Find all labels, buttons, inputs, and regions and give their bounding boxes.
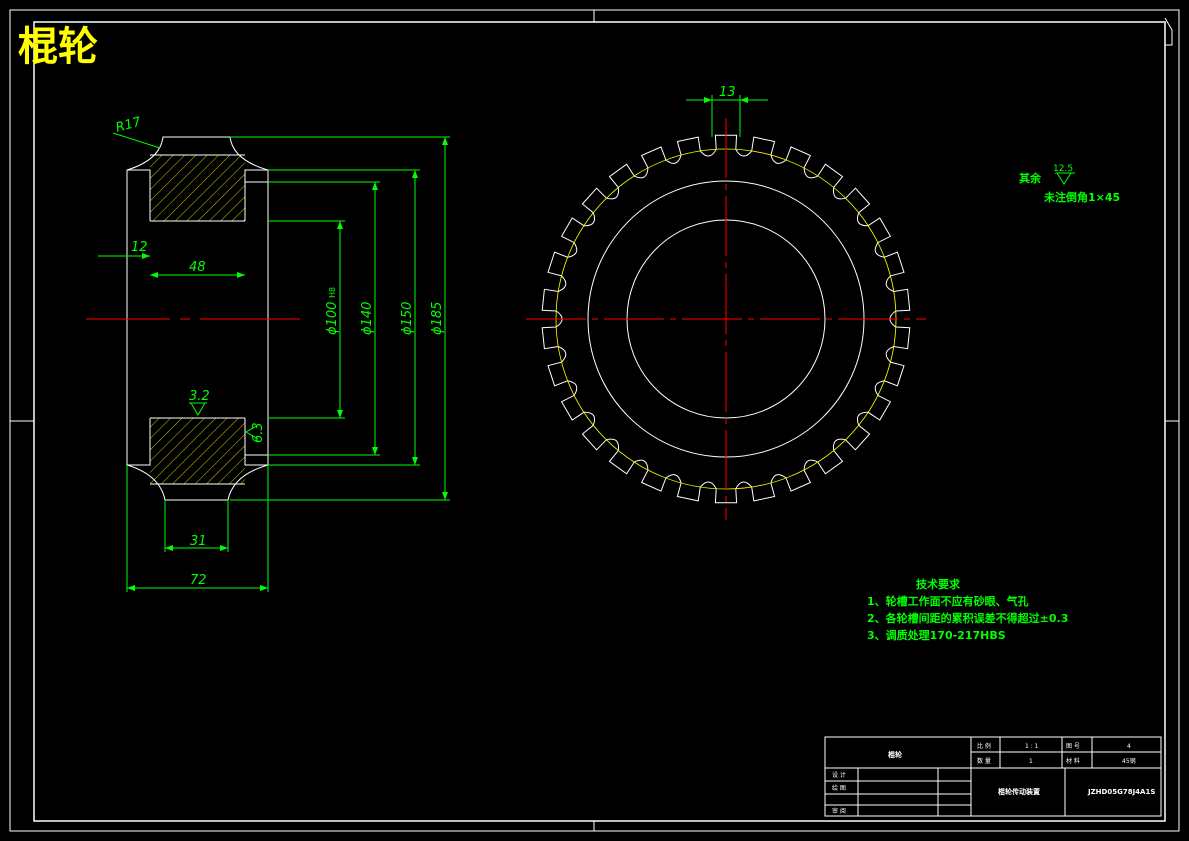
rest-label: 其余 (1019, 171, 1042, 185)
dim-dia-100-note: H8 (328, 287, 337, 298)
dim-13: 13 (719, 85, 736, 100)
tb-design-label: 设 计 (832, 771, 846, 779)
tech-requirements: 技术要求 1、轮槽工作面不应有砂眼、气孔 2、各轮槽间距的累积误差不得超过±0.… (867, 577, 1068, 642)
tech-item-3: 3、调质处理170-217HBS (867, 628, 1006, 642)
tb-qty-label: 数 量 (977, 757, 991, 765)
tb-material-label: 材 料 (1066, 757, 1080, 765)
rough-12-5: 12.5 (1053, 164, 1073, 174)
tech-heading: 技术要求 (916, 577, 961, 591)
tb-material-value: 45钢 (1122, 757, 1136, 765)
dim-dia-150: ϕ150 (400, 302, 415, 335)
section-arrowheads (127, 137, 448, 591)
dim-48: 48 (189, 260, 206, 275)
section-dimensions (98, 132, 450, 592)
tb-scale-value: 1 : 1 (1025, 743, 1039, 750)
tb-scale-label: 比 例 (977, 742, 991, 750)
gear-teeth (541, 134, 911, 504)
gear-tooth-profile (541, 134, 911, 504)
title-block (824, 736, 1162, 817)
tb-sheet-value: 4 (1127, 743, 1131, 750)
tech-item-2: 2、各轮槽间距的累积误差不得超过±0.3 (867, 611, 1068, 625)
tb-check-label: 审 阅 (832, 807, 846, 815)
dim-dia-140: ϕ140 (360, 302, 375, 335)
dim-r17: R17 (114, 115, 143, 136)
section-view (126, 136, 269, 501)
tb-drawn-label: 绘 图 (832, 784, 846, 792)
chamfer-note: 未注倒角1×45 (1043, 190, 1120, 204)
gear-view: 13 (526, 85, 926, 520)
gear-centerlines (526, 118, 926, 520)
tb-school: 棍轮传动装置 (998, 787, 1040, 796)
rest-roughness-note: 其余 12.5 未注倒角1×45 (1019, 164, 1120, 204)
hatch-bottom (150, 418, 245, 484)
tb-sheet-label: 图 号 (1066, 743, 1080, 750)
tech-item-1: 1、轮槽工作面不应有砂眼、气孔 (867, 594, 1029, 608)
dim-dia-185: ϕ185 (430, 302, 445, 335)
tb-drawing-no: JZHD05G78J4A1S (1087, 788, 1155, 796)
dim-12: 12 (131, 240, 148, 255)
rough-3-2: 3.2 (189, 389, 210, 404)
hatch-top (150, 155, 245, 221)
orientation-mark (1164, 17, 1173, 46)
dim-31: 31 (190, 534, 207, 549)
rough-6-3: 6.3 (251, 422, 266, 443)
tb-part-name: 棍轮 (888, 750, 902, 759)
tb-qty-value: 1 (1029, 758, 1033, 765)
dim-72: 72 (190, 573, 207, 588)
tooth-dim (686, 95, 768, 137)
drawing-title: 棍轮 (18, 24, 98, 70)
dim-dia-100: ϕ100 (325, 302, 340, 335)
